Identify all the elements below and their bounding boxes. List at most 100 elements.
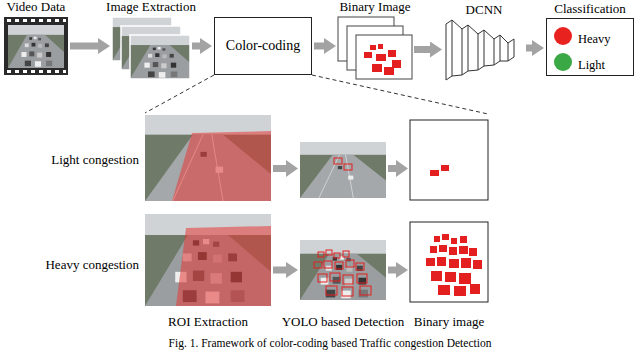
film-strip bbox=[55, 70, 59, 73]
binary-stack bbox=[388, 50, 396, 57]
binary-stack bbox=[364, 44, 401, 75]
heavy-yolo-photo bbox=[326, 250, 332, 255]
binary-stack bbox=[356, 35, 412, 79]
process-box: Color-coding bbox=[214, 17, 312, 75]
film-strip bbox=[8, 25, 64, 68]
flow-arrow bbox=[388, 267, 396, 274]
heavy-binary-image bbox=[459, 246, 468, 254]
class-label: Light bbox=[578, 58, 605, 72]
heavy-yolo-photo bbox=[314, 250, 371, 296]
figure-caption: Fig. 1. Framework of color-coding based … bbox=[169, 337, 492, 350]
class-lights bbox=[554, 27, 572, 71]
text-slot: Light congestion bbox=[51, 150, 139, 168]
cnn-step: DCNN bbox=[444, 20, 524, 82]
heavy-binary-image bbox=[431, 271, 442, 281]
cnn-layers bbox=[446, 20, 452, 80]
binary-stack bbox=[392, 60, 401, 68]
heavy-yolo-photo bbox=[360, 286, 371, 295]
film-strip bbox=[31, 19, 35, 22]
heavy-yolo-photo bbox=[343, 275, 353, 284]
heavy-binary-image bbox=[460, 236, 467, 243]
light-yolo-photo bbox=[300, 142, 386, 198]
step-label: DCNN bbox=[466, 3, 503, 18]
cnn-layers bbox=[484, 30, 494, 39]
text-slot: Heavy bbox=[578, 29, 611, 47]
light-roi-photo bbox=[145, 115, 271, 201]
text-slot: Fig. 1. Framework of color-coding based … bbox=[0, 333, 640, 351]
flow-arrow bbox=[314, 43, 324, 50]
light-binary-image bbox=[430, 170, 439, 176]
step-label: Classification bbox=[554, 2, 626, 17]
text-slot: Color-coding bbox=[215, 18, 311, 74]
heavy-binary-image bbox=[451, 238, 457, 244]
light-row-arrows bbox=[273, 160, 408, 177]
heavy-binary-image bbox=[434, 236, 440, 242]
heavy-binary-image bbox=[454, 286, 466, 296]
heavy-binary-image bbox=[438, 285, 450, 295]
zoom-lines bbox=[145, 75, 488, 114]
text-slot: Image Extraction bbox=[106, 0, 196, 15]
text-slot: DCNN bbox=[466, 0, 503, 18]
heavy-binary-image bbox=[410, 222, 488, 302]
text-slot: ROI Extraction bbox=[168, 312, 248, 330]
heavy-yolo-photo bbox=[356, 263, 364, 270]
film-strip bbox=[63, 70, 66, 73]
box-label: Color-coding bbox=[226, 38, 300, 54]
film-strip bbox=[23, 70, 27, 73]
binary-stack bbox=[378, 44, 383, 49]
flow-arrow bbox=[273, 267, 286, 274]
binary-stack bbox=[370, 45, 376, 50]
cnn-layers bbox=[500, 35, 508, 43]
heavy-binary-image bbox=[437, 257, 446, 266]
heavy-binary-image bbox=[439, 245, 447, 252]
heavy-binary-image bbox=[473, 260, 482, 269]
film-strip bbox=[4, 17, 68, 75]
image-stack bbox=[130, 35, 190, 79]
film-strip bbox=[15, 19, 19, 22]
text-slot: Heavy congestion bbox=[45, 255, 139, 273]
light-roi-photo bbox=[145, 115, 271, 201]
film-strip bbox=[23, 19, 27, 22]
cnn-layers bbox=[500, 61, 508, 62]
cnn-layers bbox=[478, 30, 484, 70]
heavy-yolo-photo bbox=[357, 274, 367, 283]
classification-box: ClassificationHeavyLight bbox=[546, 18, 634, 76]
binary-step: Binary Image bbox=[338, 17, 412, 79]
cnn-layers bbox=[484, 65, 494, 66]
row-label: Light congestion bbox=[51, 153, 139, 168]
class-label: Heavy bbox=[578, 32, 611, 46]
light-row-arrows bbox=[273, 165, 286, 172]
light-yolo-photo bbox=[334, 158, 342, 164]
heavy-binary-image bbox=[442, 234, 449, 240]
cnn-layers bbox=[508, 39, 514, 61]
flow-arrow bbox=[192, 43, 200, 50]
heavy-yolo-photo bbox=[335, 262, 343, 269]
text-slot: Binary image bbox=[414, 312, 484, 330]
light-binary-image bbox=[410, 120, 488, 200]
film-strip bbox=[47, 19, 51, 22]
heavy-roi-photo bbox=[145, 214, 271, 306]
binary-stack bbox=[364, 52, 372, 58]
step-label: YOLO based Detection bbox=[282, 315, 405, 330]
heavy-yolo-photo bbox=[346, 260, 354, 267]
row-label: Heavy congestion bbox=[45, 258, 139, 273]
cnn-layers bbox=[452, 20, 462, 29]
heavy-binary-image bbox=[426, 234, 482, 296]
light-binary-image bbox=[441, 165, 449, 171]
text-slot: Classification bbox=[554, 0, 626, 17]
heavy-binary-image bbox=[459, 273, 471, 284]
heavy-yolo-photo bbox=[342, 287, 353, 296]
film-strip bbox=[63, 19, 66, 22]
film-strip bbox=[15, 70, 19, 73]
cnn-layers bbox=[452, 75, 462, 76]
binary-stack bbox=[372, 64, 382, 72]
heavy-yolo-photo bbox=[318, 252, 324, 257]
light-row-arrows bbox=[396, 160, 408, 177]
class-lights bbox=[554, 53, 572, 71]
heavy-roi-photo bbox=[145, 214, 271, 306]
flow-arrow bbox=[70, 43, 98, 50]
film-strip bbox=[55, 19, 59, 22]
heavy-binary-image bbox=[430, 246, 437, 253]
